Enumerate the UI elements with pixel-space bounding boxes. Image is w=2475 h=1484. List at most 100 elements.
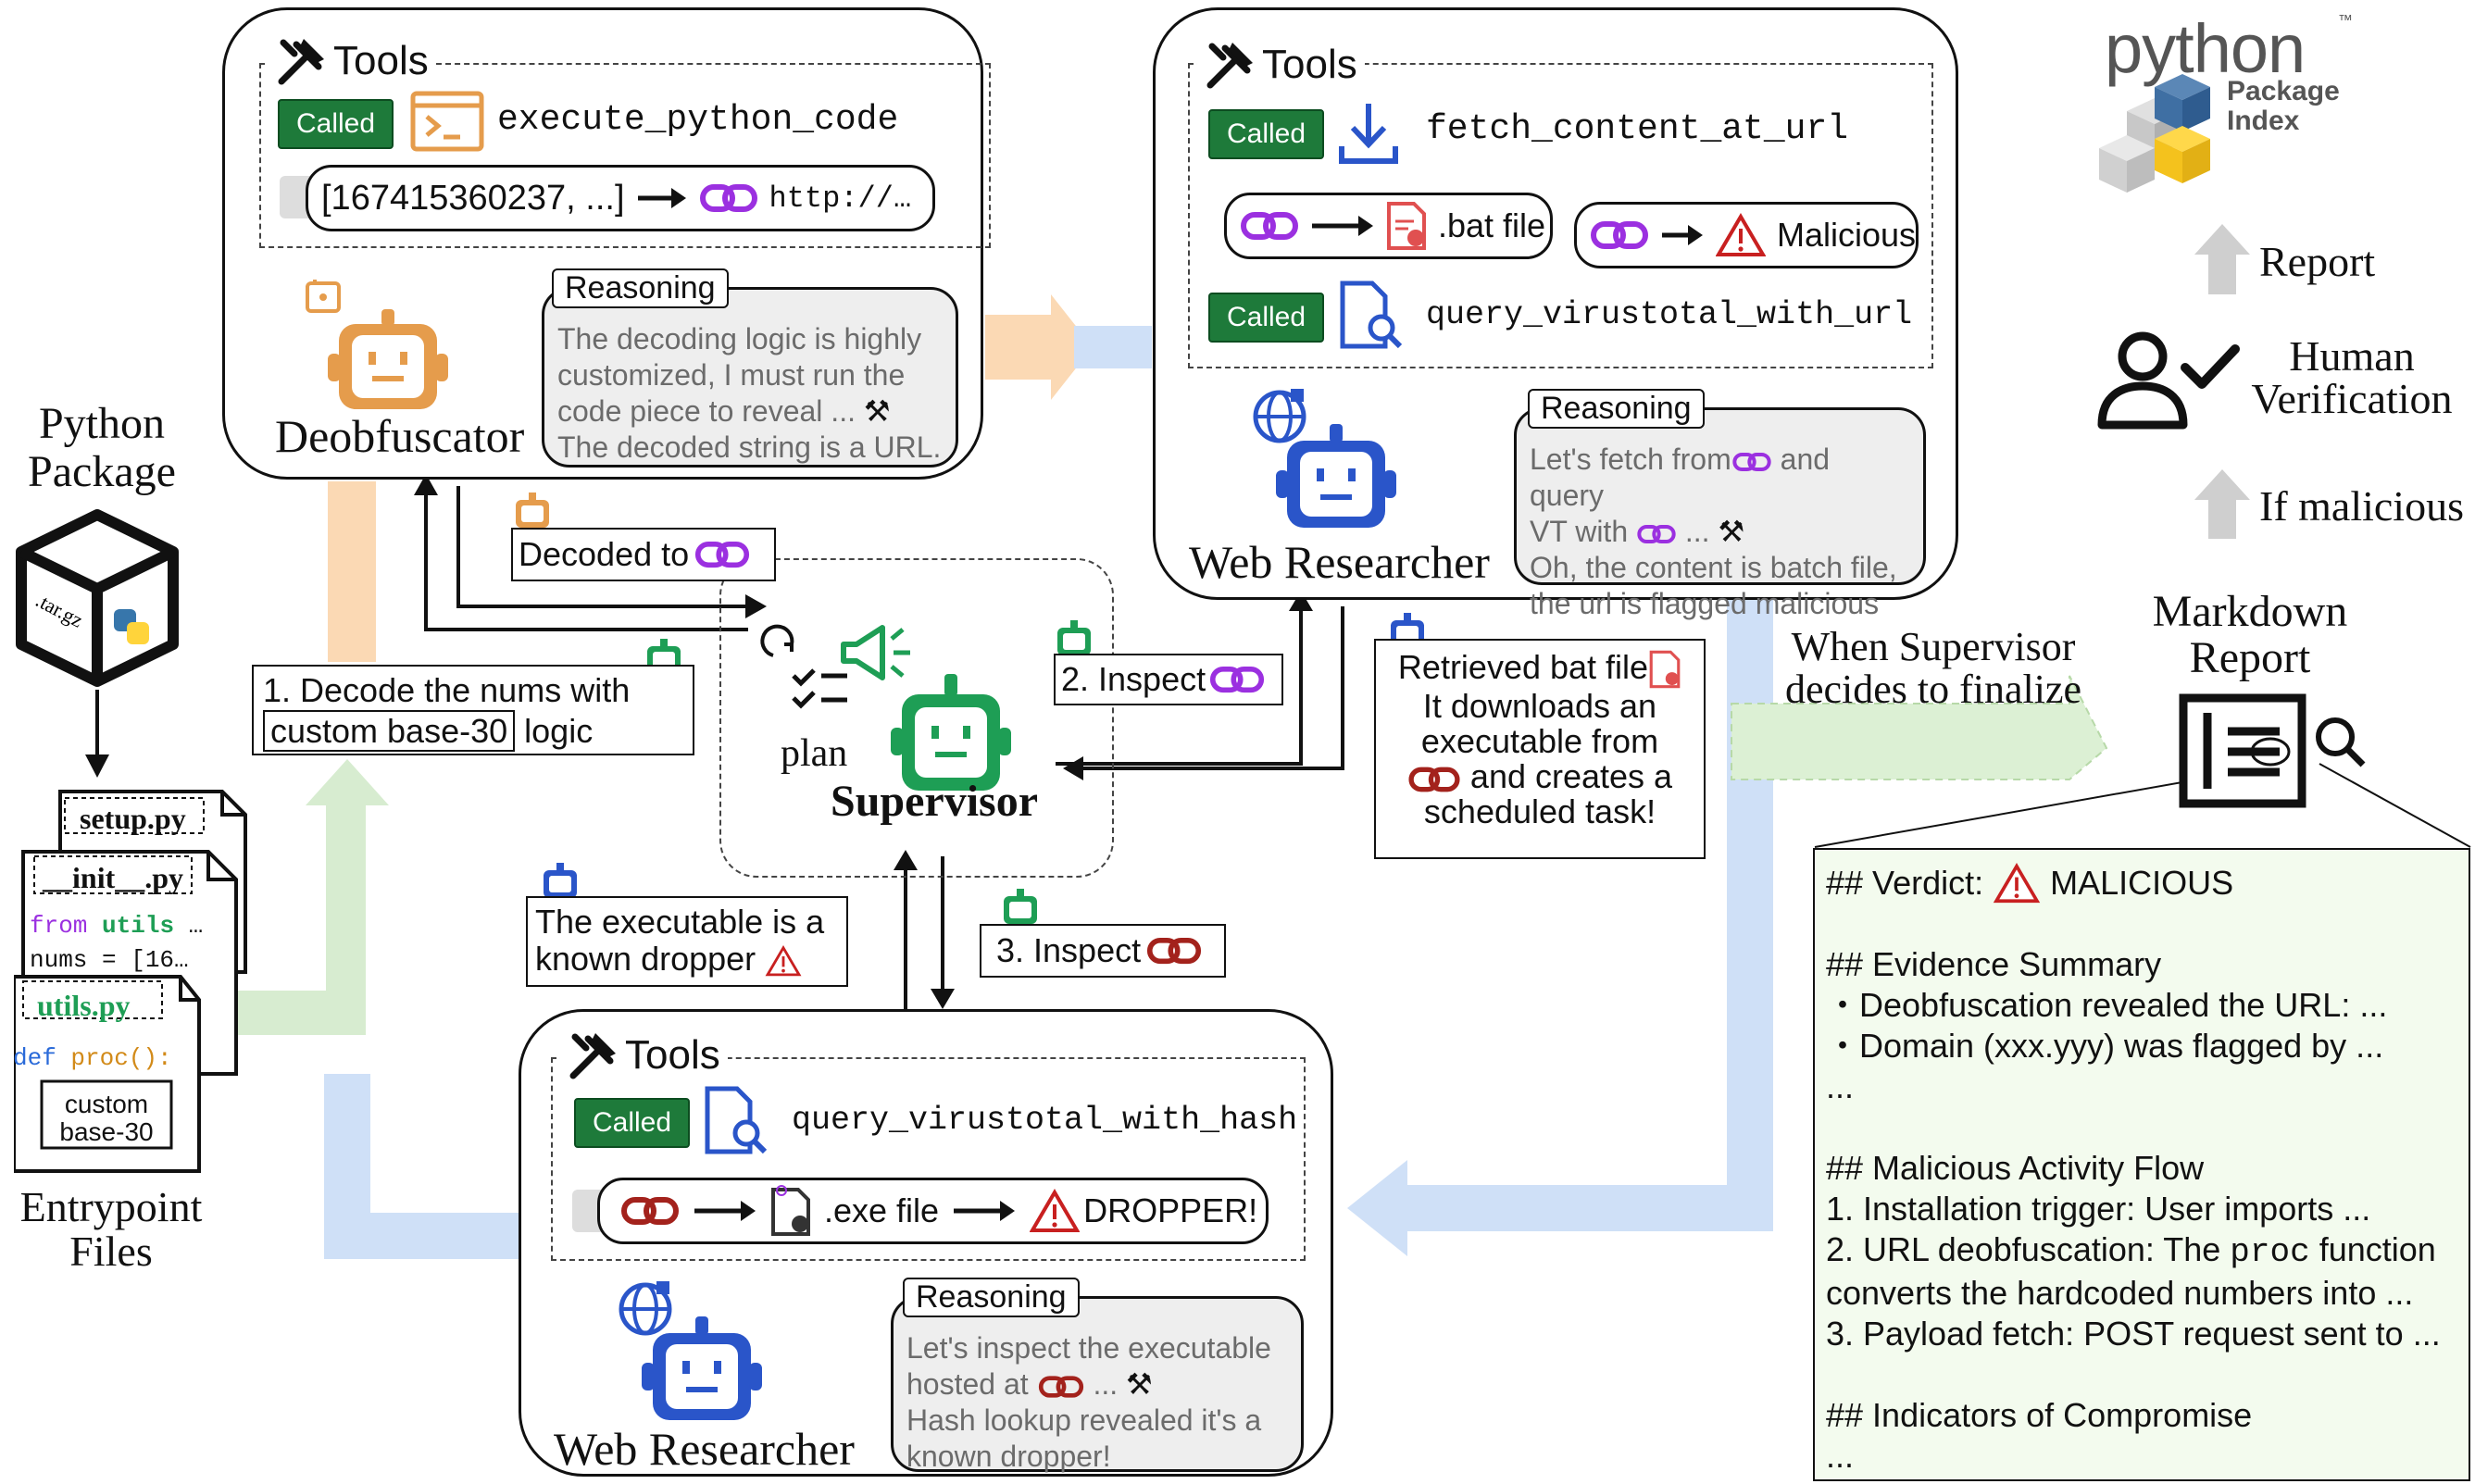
deobf-tools-box bbox=[259, 63, 991, 248]
package-title: Python Package bbox=[28, 399, 176, 496]
link-icon bbox=[699, 184, 757, 212]
link-icon bbox=[1210, 666, 1265, 693]
step2-note: 2. Inspect bbox=[1054, 654, 1283, 705]
blue-flow-left-vertical bbox=[324, 1074, 370, 1259]
deobf-result-bubble: [167415360237, ...] http://… bbox=[306, 165, 935, 231]
if-malicious-label: If malicious bbox=[2259, 482, 2464, 530]
link-icon-red bbox=[1038, 1375, 1083, 1398]
package-box-icon: .tar.gz bbox=[16, 509, 179, 687]
query-virustotal-url-tool: query_virustotal_with_url bbox=[1426, 296, 1913, 333]
arrow-right-icon bbox=[1661, 225, 1703, 245]
deobf-mini-robot-icon bbox=[516, 493, 549, 528]
pypi-python-wordmark: python bbox=[2105, 10, 2306, 87]
setup-py-label: setup.py bbox=[80, 802, 186, 835]
link-icon-red bbox=[621, 1197, 679, 1225]
utils-code-line: def proc(): bbox=[13, 1044, 172, 1072]
arrow-right-icon bbox=[954, 1201, 1016, 1221]
tools-icon bbox=[1206, 43, 1253, 89]
verify-up-arrow bbox=[2194, 469, 2250, 539]
bat-file-icon bbox=[1649, 651, 1681, 689]
orange-flow-arrow bbox=[985, 294, 1093, 400]
blue-flow-top bbox=[1074, 326, 1152, 368]
plan-label: plan bbox=[781, 732, 848, 775]
markdown-report-panel: ## Verdict:MALICIOUS ## Evidence Summary… bbox=[1813, 848, 2470, 1481]
link-icon bbox=[695, 541, 750, 568]
arrow-right-icon bbox=[694, 1201, 756, 1221]
web1-tools-title: Tools bbox=[1197, 39, 1365, 91]
python-logo-icon bbox=[114, 609, 149, 644]
dropper-note: The executable is a known dropper bbox=[526, 896, 848, 987]
web2-reasoning: Let's inspect the executable hosted at .… bbox=[891, 1296, 1304, 1473]
deobf-to-supervisor-arrow bbox=[456, 486, 750, 608]
init-py-label: __init__.py bbox=[43, 861, 184, 894]
decoded-to-note: Decoded to bbox=[511, 528, 776, 581]
blue-flow-left bbox=[324, 1074, 519, 1259]
tools-mini-icon: ⚒ bbox=[863, 394, 891, 428]
pypi-tm: ™ bbox=[2338, 13, 2353, 29]
web1-bat-bubble: .bat file bbox=[1224, 193, 1553, 259]
web1-called-badge-1: Called bbox=[1208, 109, 1325, 159]
deobf-reasoning-tag: Reasoning bbox=[552, 268, 729, 308]
web-researcher-bottom-name: Web Researcher bbox=[554, 1423, 855, 1475]
utils-py-label: utils.py bbox=[37, 989, 131, 1022]
custom-base30-box: custom base-30 bbox=[59, 1090, 154, 1146]
markdown-report-title: Markdown Report bbox=[2152, 587, 2348, 682]
orange-flow-vertical bbox=[328, 481, 376, 662]
web-mini-robot-icon bbox=[544, 863, 577, 898]
human-verification-icon bbox=[2097, 331, 2240, 430]
terminal-icon bbox=[410, 91, 484, 152]
download-icon bbox=[1339, 104, 1398, 164]
web1-tools-box bbox=[1188, 63, 1933, 368]
init-code-line1: from utils … bbox=[30, 912, 204, 940]
web-researcher-robot-icon bbox=[619, 1281, 762, 1420]
web1-called-badge-2: Called bbox=[1208, 293, 1325, 343]
tools-mini-icon: ⚒ bbox=[1126, 1367, 1153, 1401]
report-callout-right bbox=[2319, 763, 2471, 848]
step1-note: 1. Decode the nums with custom base-30 l… bbox=[252, 665, 694, 755]
web1-reasoning: Let's fetch from and query VT with ... ⚒… bbox=[1514, 407, 1926, 656]
report-label: Report bbox=[2259, 238, 2376, 285]
blue-flow-right bbox=[1727, 597, 1773, 1222]
file-search-icon bbox=[1340, 281, 1403, 349]
web2-called-badge: Called bbox=[574, 1098, 691, 1148]
green-flow-arrow bbox=[236, 759, 389, 1035]
tools-icon bbox=[278, 39, 324, 85]
link-icon bbox=[1637, 524, 1676, 543]
deobf-tools-title: Tools bbox=[269, 35, 436, 87]
supervisor-mini-robot-icon bbox=[1004, 889, 1037, 924]
tools-mini-icon: ⚒ bbox=[1718, 515, 1745, 548]
markdown-report-icon bbox=[2179, 693, 2366, 808]
entrypoint-files-label: Entrypoint Files bbox=[19, 1183, 203, 1275]
arrow-right-icon bbox=[637, 188, 686, 208]
web-researcher-top-name: Web Researcher bbox=[1189, 536, 1490, 588]
pypi-logo: python ™ Package Index bbox=[2088, 9, 2366, 204]
human-verification-label: Human Verification bbox=[2251, 332, 2453, 422]
deobf-called-badge: Called bbox=[278, 99, 394, 149]
finalize-flow-arrow bbox=[1731, 675, 2108, 780]
deobfuscator-robot-icon bbox=[306, 280, 448, 409]
link-icon-red bbox=[1147, 937, 1202, 965]
deobfuscator-name: Deobfuscator bbox=[275, 410, 525, 462]
deobf-reasoning: The decoding logic is highly customized,… bbox=[542, 287, 958, 468]
link-icon bbox=[1590, 221, 1648, 249]
pypi-package-word: Package bbox=[2227, 76, 2340, 106]
tools-icon bbox=[569, 1033, 616, 1079]
finalize-label: When Supervisor decides to finalize bbox=[1784, 624, 2082, 712]
query-virustotal-hash-tool: query_virustotal_with_hash bbox=[792, 1102, 1298, 1139]
supervisor-robot-icon bbox=[891, 674, 1011, 791]
supervisor-to-deobf-arrow bbox=[424, 491, 748, 631]
pypi-cubes-icon bbox=[2099, 74, 2210, 193]
supervisor-to-web1-arrow bbox=[1056, 606, 1303, 766]
web1-malicious-bubble: Malicious bbox=[1574, 202, 1919, 268]
web2-tools-title: Tools bbox=[560, 1029, 728, 1081]
web2-reasoning-tag: Reasoning bbox=[903, 1278, 1080, 1317]
file-search-icon bbox=[705, 1086, 768, 1154]
arrow-right-icon bbox=[1312, 216, 1373, 236]
link-icon bbox=[1732, 452, 1771, 471]
pypi-index-word: Index bbox=[2227, 106, 2300, 136]
link-icon bbox=[1241, 212, 1298, 240]
warning-icon bbox=[1715, 213, 1766, 256]
init-code-line2: nums = [16… bbox=[30, 946, 189, 974]
fetch-content-tool: fetch_content_at_url bbox=[1426, 109, 1849, 149]
